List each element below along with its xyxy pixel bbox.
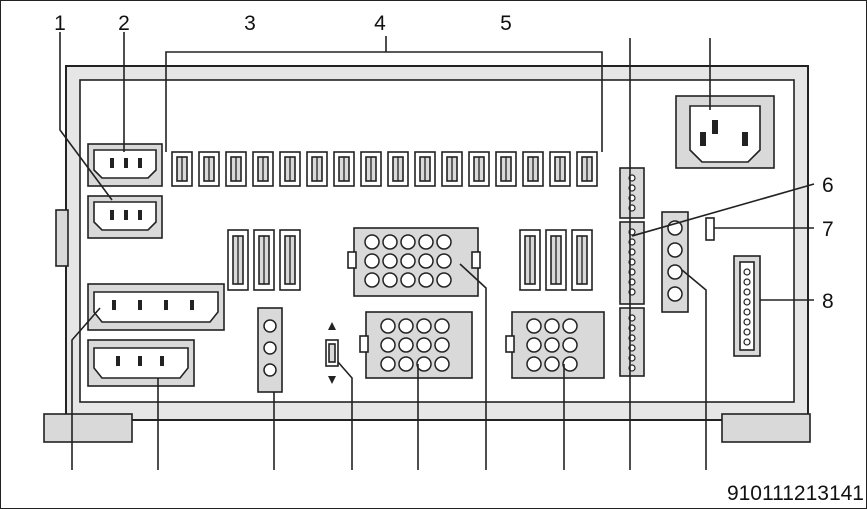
leader-lines	[59, 32, 815, 470]
power-socket	[675, 95, 775, 169]
terminal-strip-bottom	[619, 307, 645, 377]
mount-foot-right	[721, 413, 811, 443]
switch-12	[325, 322, 339, 384]
connector-9	[87, 283, 225, 331]
callout-bottom-row: 910111213141	[727, 482, 864, 505]
relay-connector-12pin	[359, 311, 473, 379]
connector-1	[87, 195, 163, 239]
fuse-row-top	[171, 151, 598, 187]
fuse-group-right	[519, 229, 593, 291]
connector-10	[87, 339, 195, 387]
terminal-strip-top	[619, 167, 645, 219]
connector-2	[87, 143, 163, 187]
callout-5: 5	[500, 12, 512, 35]
relay-connector-9pin	[505, 311, 605, 379]
callout-2: 2	[118, 12, 130, 35]
mount-foot-left	[43, 413, 133, 443]
component-7	[705, 217, 715, 241]
callout-1: 1	[54, 12, 66, 35]
callout-4: 4	[374, 12, 386, 35]
callout-3: 3	[244, 12, 256, 35]
relay-connector-15pin	[347, 227, 481, 297]
callout-7: 7	[822, 218, 834, 241]
fuse-group-left	[227, 229, 301, 291]
connector-11	[257, 307, 283, 393]
callout-8: 8	[822, 290, 834, 313]
connector-8	[733, 255, 761, 357]
side-tab	[55, 209, 69, 267]
connector-13	[661, 211, 689, 313]
callout-6: 6	[822, 174, 834, 197]
